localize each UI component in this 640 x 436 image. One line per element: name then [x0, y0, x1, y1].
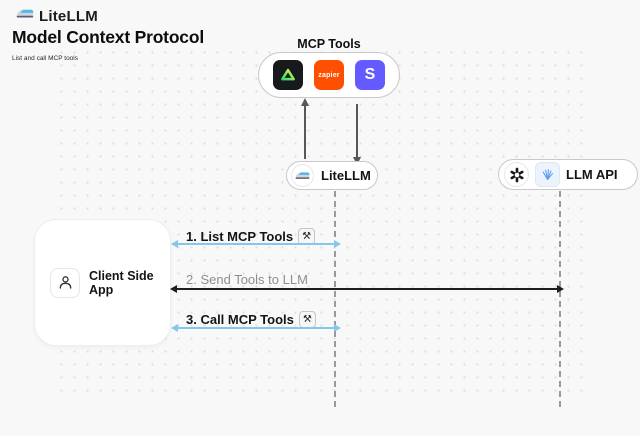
message-3-label: 3. Call MCP Tools ⚒	[186, 311, 316, 328]
litellm-node: LiteLLM	[286, 161, 378, 190]
message-1-text: 1. List MCP Tools	[186, 229, 294, 244]
tools-icon: ⚒	[298, 311, 316, 328]
green-triangle-tool-icon	[273, 60, 303, 90]
arrow-mcp-to-litellm	[352, 104, 361, 165]
client-node-label: Client Side App	[89, 268, 154, 297]
message-3-arrow	[171, 323, 341, 332]
arrow-litellm-to-mcp	[300, 98, 309, 159]
llm-api-node: LLM API	[498, 159, 638, 190]
llm-provider-fan-icon	[535, 162, 560, 187]
message-2-label: 2. Send Tools to LLM	[186, 272, 308, 287]
message-2-text: 2. Send Tools to LLM	[186, 272, 308, 287]
brand-label: LiteLLM	[39, 7, 98, 25]
client-side-app-node: Client Side App	[34, 219, 171, 346]
person-icon	[50, 267, 80, 298]
mcp-tools-node: zapier S	[258, 52, 400, 98]
arrowhead-left-icon	[170, 284, 177, 293]
message-3-text: 3. Call MCP Tools	[186, 312, 294, 327]
arrowhead-right-icon	[334, 323, 341, 332]
page-subtitle: List and call MCP tools	[12, 55, 78, 62]
stripe-icon: S	[355, 60, 385, 90]
zapier-icon: zapier	[314, 60, 344, 90]
message-1-label: 1. List MCP Tools ⚒	[186, 228, 316, 245]
arrowhead-left-icon	[171, 323, 178, 332]
stripe-label: S	[364, 66, 376, 83]
arrowhead-right-icon	[557, 284, 564, 293]
message-2-arrow	[170, 284, 564, 293]
llm-api-lifeline	[559, 191, 561, 407]
litellm-train-icon	[291, 164, 314, 187]
arrowhead-left-icon	[171, 239, 178, 248]
mcp-tools-label: MCP Tools	[297, 37, 361, 51]
brand: LiteLLM	[16, 7, 98, 25]
litellm-node-label: LiteLLM	[321, 168, 371, 183]
arrowhead-up-icon	[300, 98, 309, 106]
openai-icon	[504, 162, 529, 187]
llm-api-node-label: LLM API	[566, 167, 618, 182]
zapier-label: zapier	[318, 71, 340, 79]
message-1-arrow	[171, 239, 341, 248]
litellm-lifeline	[334, 191, 336, 407]
page-title: Model Context Protocol	[12, 27, 204, 47]
litellm-train-icon	[16, 7, 34, 25]
arrowhead-right-icon	[334, 239, 341, 248]
